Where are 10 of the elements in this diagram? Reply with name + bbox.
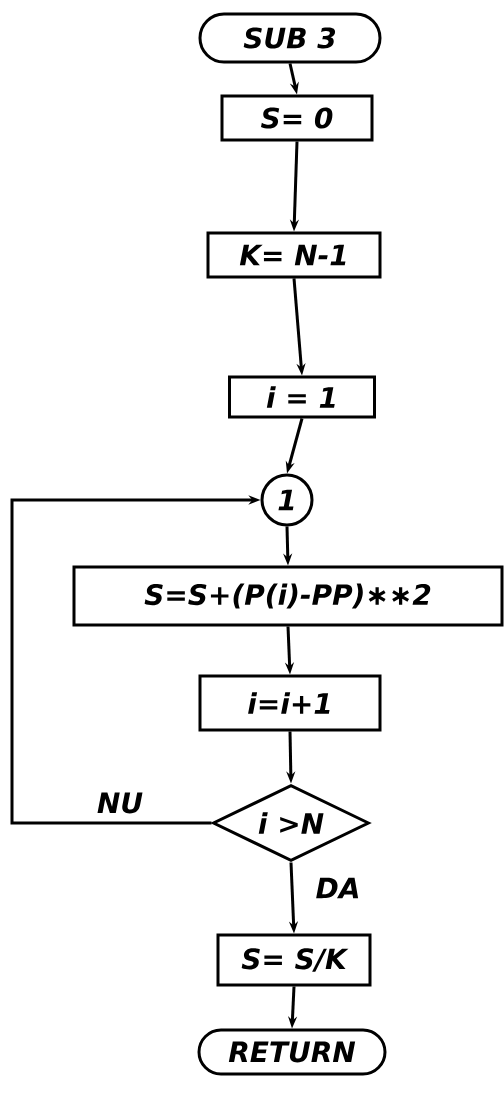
process-box: S= S/K <box>216 933 372 987</box>
process-box: S=S+(P(i)-PP)∗∗2 <box>72 565 504 627</box>
process-box: S= 0 <box>220 94 374 142</box>
terminal-box: SUB 3 <box>198 12 382 64</box>
edge-label: DA <box>314 876 362 900</box>
process-box: K= N-1 <box>206 231 382 279</box>
process-box: i=i+1 <box>198 674 382 732</box>
process-box: i = 1 <box>228 375 376 419</box>
terminal-box: RETURN <box>197 1028 387 1076</box>
edge-label: NU <box>95 791 145 815</box>
